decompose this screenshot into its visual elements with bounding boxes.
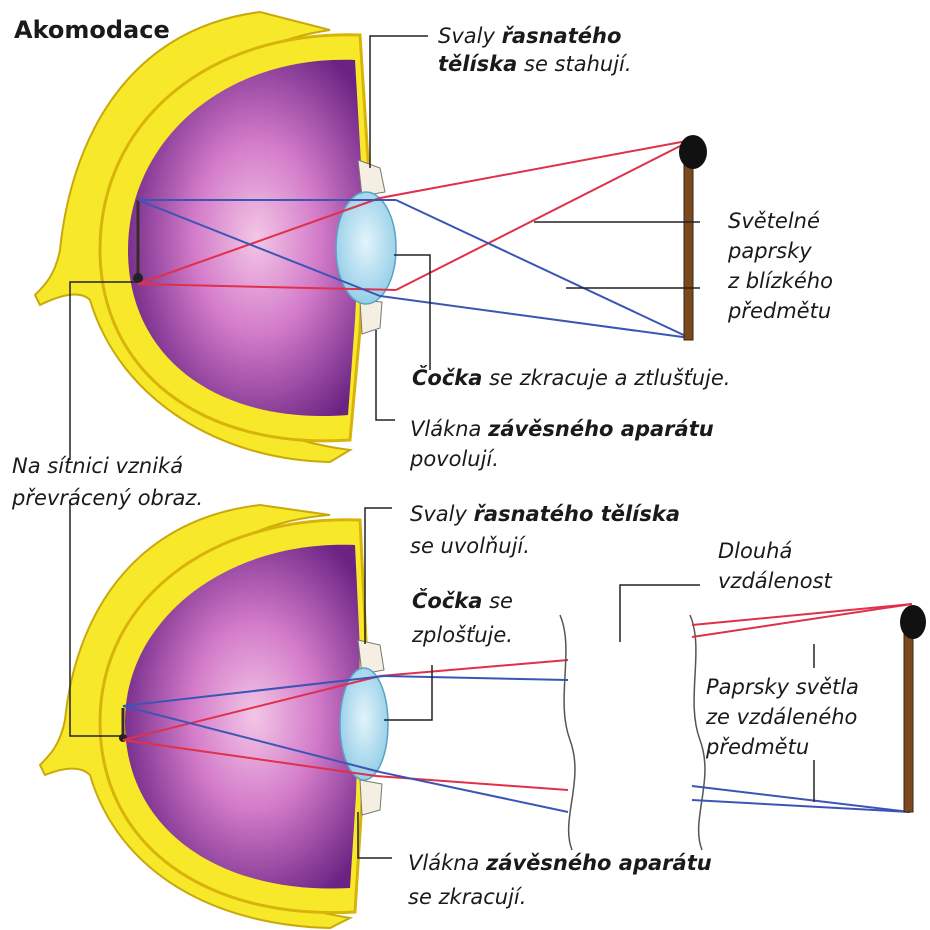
bottom-muscles-label: Svaly řasnatého tělíska se uvolňují. — [410, 498, 680, 562]
bottom-lens-label: Čočka se zplošťuje. — [412, 584, 513, 652]
top-lens-label: Čočka se zkracuje a ztlušťuje. — [412, 364, 730, 392]
break-mark-right — [690, 615, 705, 850]
top-ciliary-lower — [360, 300, 382, 334]
top-lens — [336, 192, 396, 304]
top-rays-label: Světelné paprsky z blízkého předmětu — [728, 206, 833, 326]
top-ciliary-upper — [358, 160, 385, 196]
bottom-match — [900, 605, 926, 812]
top-muscles-label: Svaly řasnatého tělíska se stahují. — [438, 22, 632, 78]
top-fibers-label: Vlákna závěsného aparátu povolují. — [410, 414, 714, 474]
bottom-ciliary-lower — [360, 780, 382, 815]
diagram-title: Akomodace — [14, 16, 170, 44]
top-match — [679, 135, 707, 340]
bottom-rays-label: Paprsky světla ze vzdáleného předmětu — [706, 672, 859, 762]
retina-label: Na sítnici vzniká převrácený obraz. — [12, 450, 203, 514]
top-eye — [35, 12, 396, 462]
break-mark-left — [560, 615, 575, 850]
distance-label: Dlouhá vzdálenost — [718, 536, 832, 596]
bottom-fibers-label: Vlákna závěsného aparátu se zkracují. — [408, 846, 712, 914]
